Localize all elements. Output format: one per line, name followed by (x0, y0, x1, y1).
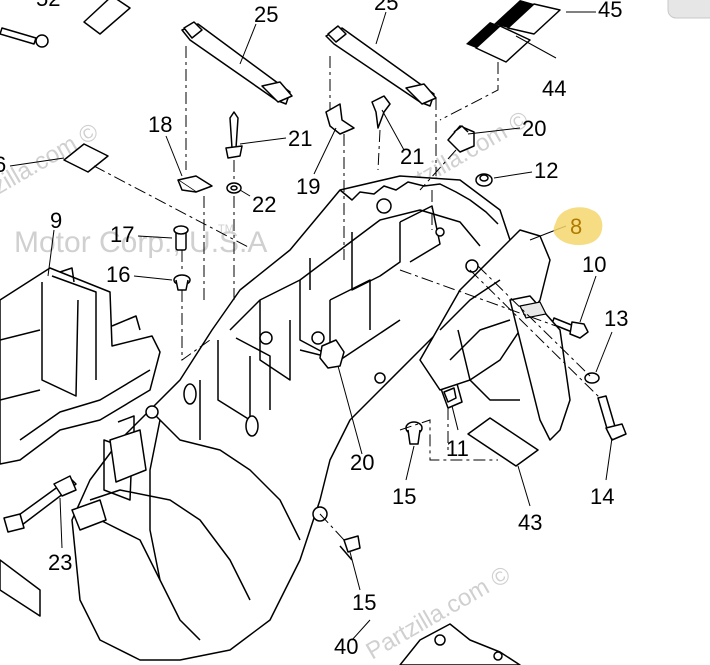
bolt-14 (597, 395, 627, 441)
decal-44 (466, 22, 531, 63)
callout-15-lower[interactable]: 15 (352, 590, 376, 615)
bolt-52 (0, 27, 49, 48)
callout-16[interactable]: 16 (106, 262, 130, 287)
leader-lines (93, 46, 601, 541)
washer-13 (584, 372, 600, 384)
callout-23[interactable]: 23 (48, 550, 72, 575)
highlight-blob (553, 207, 603, 246)
rear-fender-main (71, 175, 571, 661)
callout-44[interactable]: 44 (542, 76, 566, 101)
callout-8-highlighted[interactable]: 8 (570, 214, 582, 239)
decal-bottom-left (0, 559, 41, 617)
screw-15-mid (405, 421, 423, 445)
callout-21-right[interactable]: 21 (400, 144, 424, 169)
callout-6[interactable]: 6 (0, 152, 6, 177)
bolt-17 (173, 225, 189, 251)
callout-18[interactable]: 18 (148, 112, 172, 137)
callout-9[interactable]: 9 (50, 208, 62, 233)
bracket-19 (325, 103, 355, 135)
top-left-strip-part (83, 0, 131, 35)
callout-12[interactable]: 12 (534, 158, 558, 183)
callout-17[interactable]: 17 (110, 222, 134, 247)
decal-45 (494, 0, 561, 35)
bracket-18 (177, 175, 213, 193)
callout-10[interactable]: 10 (582, 252, 606, 277)
callout-45[interactable]: 45 (598, 0, 622, 22)
storage-box-9 (0, 267, 161, 465)
callout-52[interactable]: 52 (36, 0, 60, 11)
callout-25-right[interactable]: 25 (374, 0, 398, 15)
callout-numbers: 52 25 25 45 44 18 21 21 20 12 6 19 22 9 … (0, 0, 628, 659)
callout-20-lower[interactable]: 20 (350, 450, 374, 475)
callout-43[interactable]: 43 (518, 510, 542, 535)
callout-15-mid[interactable]: 15 (392, 484, 416, 509)
callout-20-top[interactable]: 20 (522, 116, 546, 141)
strap-25-left (181, 21, 293, 105)
watermark-yamaha: Motor Corp., U.S.A (14, 226, 267, 259)
decal-6 (63, 143, 109, 173)
callout-25-left[interactable]: 25 (254, 2, 278, 27)
callout-21-left[interactable]: 21 (288, 126, 312, 151)
clip-20-top (447, 125, 475, 153)
callout-22[interactable]: 22 (252, 192, 276, 217)
bottom-bracket-40 (399, 623, 521, 665)
clip-11 (439, 379, 463, 409)
nut-16 (173, 274, 191, 291)
strap-25-right (325, 25, 437, 107)
decal-43 (467, 417, 539, 467)
nut-12 (475, 173, 493, 187)
callout-13[interactable]: 13 (604, 306, 628, 331)
callout-40[interactable]: 40 (334, 634, 358, 659)
rivet-21-right (371, 95, 391, 129)
corner-tab (667, 0, 710, 19)
washer-22 (226, 182, 242, 194)
watermark-tm: TM (218, 223, 234, 235)
callout-14[interactable]: 14 (590, 484, 614, 509)
strap-23 (3, 475, 77, 533)
callout-19[interactable]: 19 (296, 174, 320, 199)
callout-11[interactable]: 11 (446, 436, 469, 461)
rivet-21-left (225, 111, 243, 159)
